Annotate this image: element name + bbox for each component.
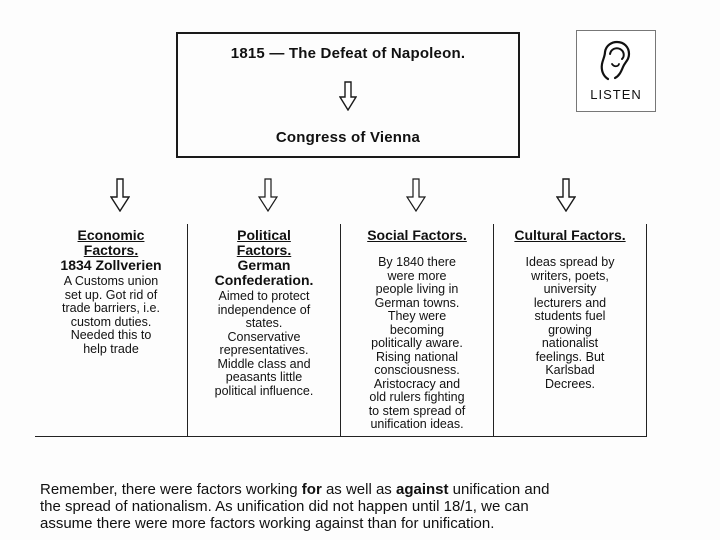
down-arrow-icon: [556, 178, 576, 212]
column-political-factors: Political Factors. German Confederation.…: [188, 224, 341, 436]
napoleon-box: 1815 — The Defeat of Napoleon. Congress …: [176, 32, 520, 158]
down-arrow-icon: [339, 80, 357, 111]
footer-note: Remember, there were factors working for…: [40, 481, 672, 532]
footer-text-part: as well as: [321, 481, 396, 498]
footer-bold-against: against: [395, 481, 449, 498]
column-subheading: 1834 Zollverien: [60, 257, 162, 273]
factors-table: Economic Factors. 1834 Zollverien A Cust…: [35, 224, 647, 437]
column-subheading: German Confederation.: [214, 257, 314, 288]
column-social-factors: Social Factors. By 1840 there were more …: [341, 224, 494, 436]
ear-icon: [599, 40, 633, 84]
listen-box: LISTEN: [576, 30, 656, 112]
top-box-title: 1815 — The Defeat of Napoleon.: [230, 45, 466, 62]
footer-bold-for: for: [301, 481, 322, 498]
down-arrow-icon: [406, 178, 426, 212]
column-body: A Customs union set up. Got rid of trade…: [62, 274, 160, 356]
column-body: Aimed to protect independence of states.…: [214, 289, 314, 398]
column-heading: Economic Factors.: [77, 227, 145, 258]
column-cultural-factors: Cultural Factors. Ideas spread by writer…: [494, 224, 647, 436]
footer-text-part: unification and the spread of nationalis…: [40, 481, 550, 532]
column-body: By 1840 there were more people living in…: [368, 255, 466, 431]
top-box-subtitle: Congress of Vienna: [275, 129, 421, 146]
footer-text-part: Remember, there were factors working: [40, 481, 302, 498]
down-arrow-icon: [258, 178, 278, 212]
down-arrow-icon: [110, 178, 130, 212]
column-economic-factors: Economic Factors. 1834 Zollverien A Cust…: [35, 224, 188, 436]
column-heading: Social Factors.: [367, 227, 467, 243]
column-heading: Political Factors.: [236, 227, 292, 258]
column-body: Ideas spread by writers, poets, universi…: [525, 255, 615, 391]
listen-label: LISTEN: [590, 87, 642, 102]
column-heading: Cultural Factors.: [514, 227, 626, 243]
